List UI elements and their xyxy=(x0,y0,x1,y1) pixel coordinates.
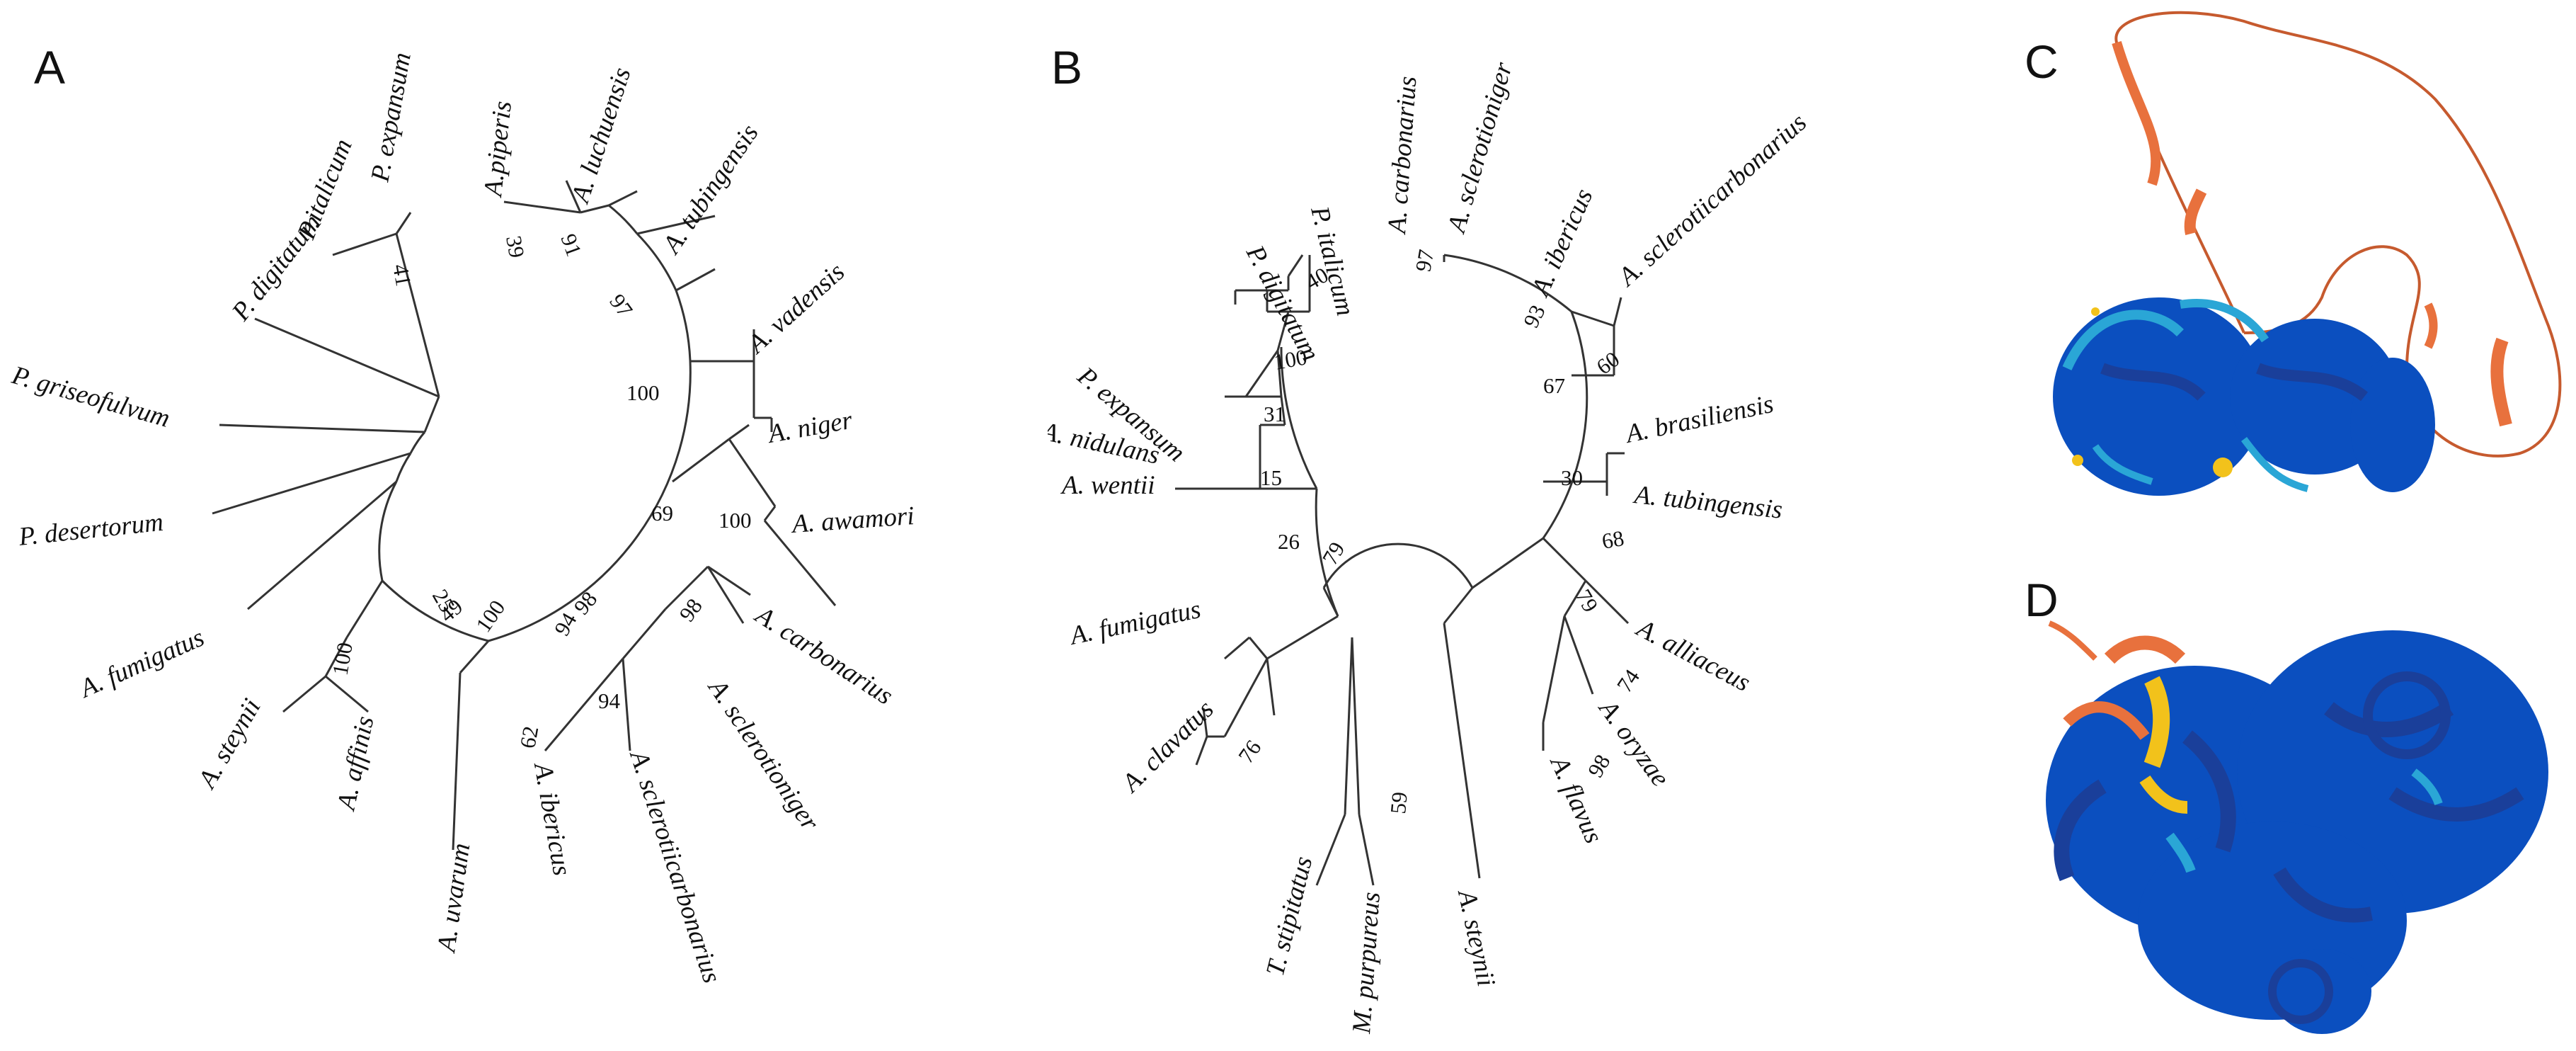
panel-c-protein-structure: C xyxy=(2010,0,2576,538)
bootstrap-value: 98 xyxy=(569,586,602,619)
taxon-label: A. wentii xyxy=(1060,471,1155,500)
taxon-label: A. affinis xyxy=(331,714,380,814)
taxon-label: A. uvarum xyxy=(432,841,476,955)
panel-c-label: C xyxy=(2025,35,2059,88)
taxon-label: A. niger xyxy=(764,406,854,450)
bootstrap-value: 59 xyxy=(1385,791,1412,815)
taxon-label: A. carbonarius xyxy=(749,600,898,711)
taxon-label: A. ibericus xyxy=(1525,185,1599,302)
bootstrap-value: 30 xyxy=(1561,465,1583,490)
taxon-label: T. stipitatus xyxy=(1261,853,1318,979)
panel-b-label: B xyxy=(1051,41,1082,93)
taxon-label: P. italicum xyxy=(1305,203,1360,319)
bootstrap-value: 79 xyxy=(1571,585,1603,616)
panel-d-protein-structure: D xyxy=(2010,538,2576,1051)
taxon-label: A. brasiliensis xyxy=(1621,390,1776,450)
taxon-label: A. sclerotioniger xyxy=(702,673,825,836)
taxon-label: A. sclerotiicarbonarius xyxy=(624,745,727,987)
bootstrap-value: 26 xyxy=(1278,529,1300,554)
bootstrap-value: 98 xyxy=(1583,750,1615,781)
bootstrap-value: 97 xyxy=(605,290,638,322)
tree-a-taxon-labels: P. expansum P.italicum P. digitatum P. g… xyxy=(8,50,915,987)
bootstrap-value: 41 xyxy=(388,262,416,288)
bootstrap-value: 91 xyxy=(556,230,586,259)
bootstrap-value: 39 xyxy=(501,234,529,260)
taxon-label: A. luchuensis xyxy=(566,64,637,208)
taxon-label: P. desertorum xyxy=(17,508,165,552)
taxon-label: A. tubingensis xyxy=(1631,480,1784,525)
bootstrap-value: 100 xyxy=(719,508,752,533)
taxon-label: A. fumigatus xyxy=(1065,595,1203,652)
bootstrap-value: 31 xyxy=(1264,402,1286,426)
taxon-label: A. alliaceus xyxy=(1630,613,1755,698)
tree-a-branches xyxy=(212,180,837,851)
panel-d-label: D xyxy=(2025,574,2059,626)
protein-structure-d-image xyxy=(2046,620,2548,1034)
taxon-label: A. sclerotiicarbonarius xyxy=(1611,108,1812,292)
taxon-label: A. fumigatus xyxy=(74,623,208,705)
taxon-label: P. digitatum xyxy=(1240,240,1325,365)
taxon-label: A. ibericus xyxy=(528,759,577,877)
bootstrap-value: 98 xyxy=(674,593,707,626)
bootstrap-value: 67 xyxy=(1543,373,1565,398)
taxon-label: A.piperis xyxy=(479,100,517,200)
tree-b-branches xyxy=(1175,254,1630,886)
bootstrap-value: 15 xyxy=(1260,465,1282,490)
bootstrap-value: 62 xyxy=(515,725,543,751)
tree-a-bootstrap-values: 41 39 91 97 100 100 69 98 94 62 98 100 2… xyxy=(327,230,751,750)
bootstrap-value: 100 xyxy=(1272,344,1309,375)
taxon-label: A. carbonarius xyxy=(1383,75,1423,236)
taxon-label: M. purpureus xyxy=(1347,891,1386,1035)
taxon-label: A. steynii xyxy=(1452,885,1501,989)
taxon-label: A. steynii xyxy=(192,694,267,795)
bootstrap-value: 100 xyxy=(327,640,357,677)
tree-b-taxon-labels: P. italicum P. digitatum P. expansum A. … xyxy=(1048,59,1812,1035)
taxon-label: A. awamori xyxy=(789,501,915,539)
protein-structure-c-image xyxy=(2053,11,2562,496)
taxon-label: P. digitatum xyxy=(226,209,327,326)
bootstrap-value: 69 xyxy=(651,501,673,526)
panel-a-label: A xyxy=(34,41,65,93)
bootstrap-value: 97 xyxy=(1410,248,1438,274)
bootstrap-value: 100 xyxy=(626,380,660,405)
bootstrap-value: 100 xyxy=(471,596,510,637)
panel-a-phylogenetic-tree: A xyxy=(0,0,1048,1051)
taxon-label: P. expansum xyxy=(365,50,417,185)
bootstrap-value: 68 xyxy=(1600,526,1626,554)
taxon-label: A. tubingensis xyxy=(656,119,765,260)
panel-b-phylogenetic-tree: B xyxy=(1048,0,2010,1051)
bootstrap-value: 74 xyxy=(1612,664,1645,697)
taxon-label: A. sclerotioniger xyxy=(1441,59,1518,237)
bootstrap-value: 94 xyxy=(598,688,621,713)
bootstrap-value: 76 xyxy=(1233,736,1266,768)
taxon-label: A. vadensis xyxy=(740,257,850,360)
bootstrap-value: 93 xyxy=(1518,301,1550,331)
taxon-label: P. griseofulvum xyxy=(8,360,173,433)
